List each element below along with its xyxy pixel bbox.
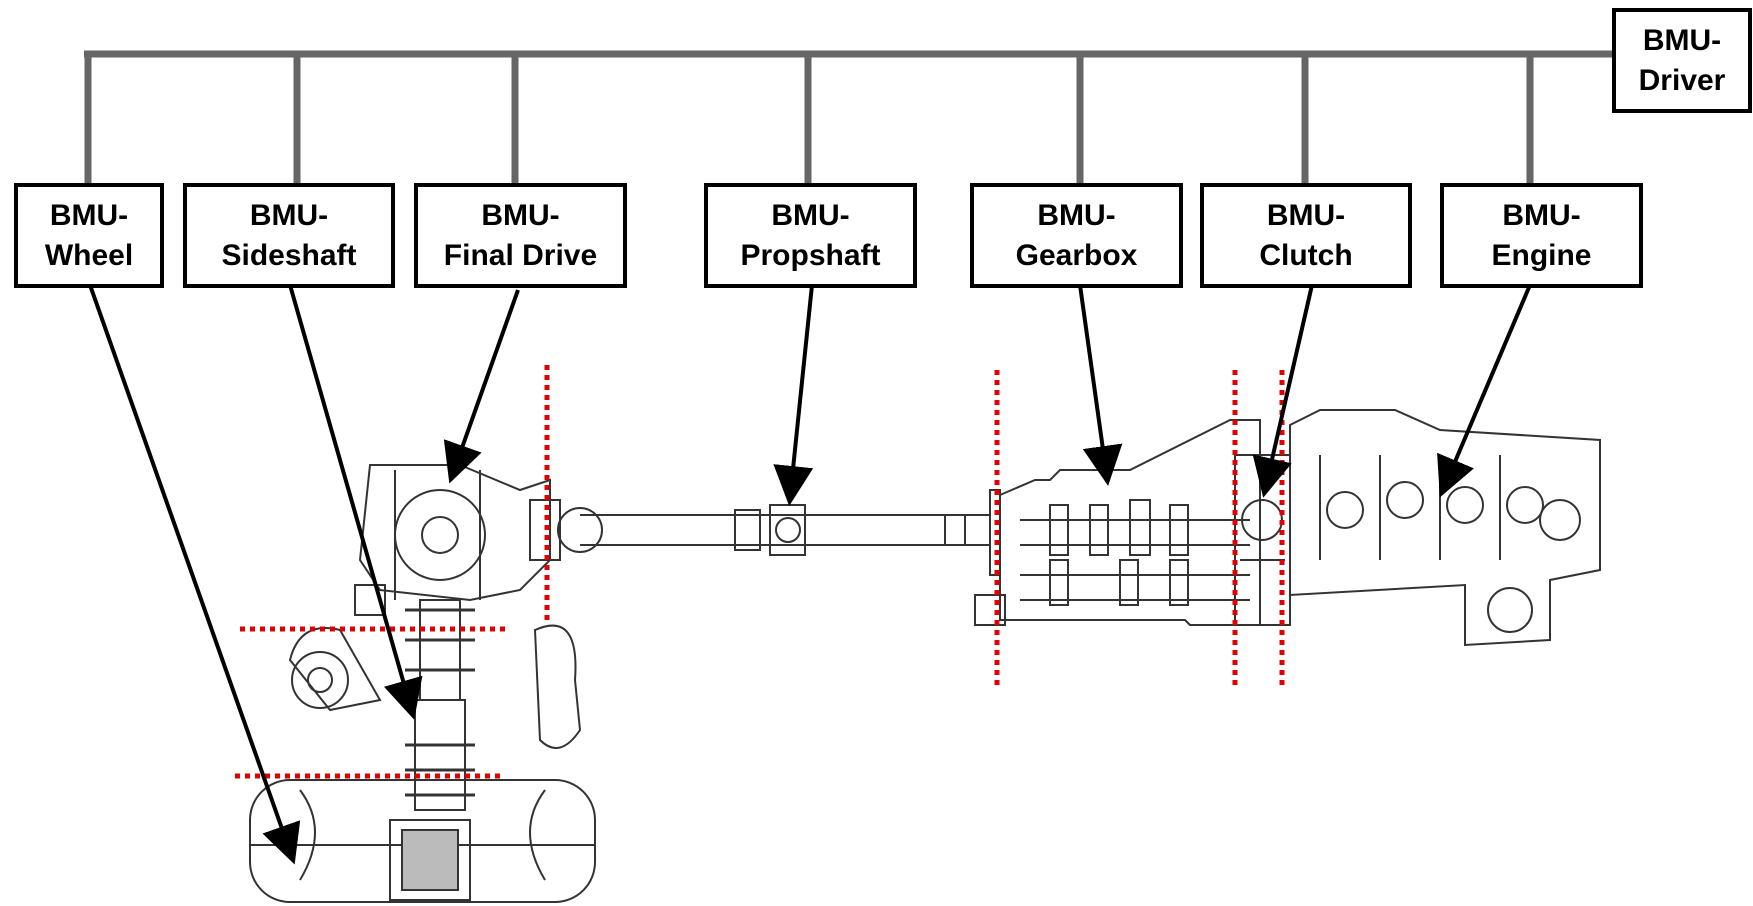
bmu-driver-line2: Driver [1639, 61, 1726, 101]
bmu-final-drive-box: BMU- Final Drive [414, 183, 627, 288]
wheel-drawing [250, 780, 595, 902]
engine-drawing [1290, 410, 1600, 645]
bmu-gearbox-line1: BMU- [1037, 196, 1115, 236]
bmu-driver-box: BMU- Driver [1612, 8, 1752, 113]
bmu-engine-line1: BMU- [1502, 196, 1580, 236]
bmu-clutch-line1: BMU- [1267, 196, 1345, 236]
bmu-gearbox-box: BMU- Gearbox [970, 183, 1183, 288]
bmu-engine-line2: Engine [1491, 236, 1591, 276]
mapping-arrows [90, 285, 1530, 857]
bmu-clutch-line2: Clutch [1259, 236, 1352, 276]
bmu-gearbox-line2: Gearbox [1016, 236, 1138, 276]
bmu-final-drive-line2: Final Drive [444, 236, 597, 276]
bmu-driver-line1: BMU- [1643, 21, 1721, 61]
bmu-wheel-line2: Wheel [45, 236, 133, 276]
bmu-sideshaft-line2: Sideshaft [221, 236, 356, 276]
bmu-wheel-box: BMU- Wheel [14, 183, 164, 288]
bmu-engine-box: BMU- Engine [1440, 183, 1643, 288]
bmu-propshaft-box: BMU- Propshaft [704, 183, 917, 288]
drivetrain-drawing [250, 410, 1600, 902]
gearbox-drawing [975, 420, 1260, 625]
bmu-sideshaft-box: BMU- Sideshaft [183, 183, 395, 288]
final-drive-drawing [355, 465, 602, 615]
bmu-clutch-box: BMU- Clutch [1200, 183, 1412, 288]
bmu-final-drive-line1: BMU- [481, 196, 559, 236]
propshaft-drawing [580, 490, 1000, 575]
bmu-propshaft-line2: Propshaft [740, 236, 880, 276]
bmu-sideshaft-line1: BMU- [250, 196, 328, 236]
bmu-wheel-line1: BMU- [50, 196, 128, 236]
driver-bus [84, 54, 1612, 185]
subsystem-boundaries [235, 365, 1282, 776]
bmu-propshaft-line1: BMU- [771, 196, 849, 236]
